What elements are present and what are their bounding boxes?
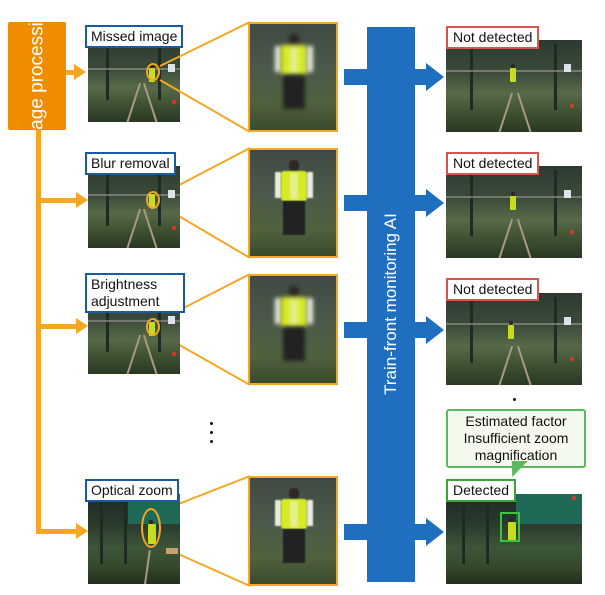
result-image-row2 [446,166,582,258]
method-label-brightness-adjustment: Brightness adjustment [85,273,185,313]
arrow-into-ai-row4 [344,524,368,540]
train-front-monitoring-ai-bar: Train-front monitoring AI [367,27,415,582]
result-image-row3 [446,293,582,385]
ai-label: Train-front monitoring AI [381,213,400,395]
arrow-row3 [76,318,88,334]
person-highlight-circle [146,191,160,209]
arrow-into-ai-row3 [344,322,368,338]
arrow-out-ai-row2 [415,195,427,211]
zoom-panel-blur-removal [248,148,338,258]
method-label-optical-zoom: Optical zoom [85,479,179,502]
result-label-row2: Not detected [446,152,540,175]
result-label-row3: Not detected [446,278,540,301]
person-highlight-circle [146,63,160,81]
person-highlight-circle [146,318,160,336]
connector-row2 [36,198,78,203]
ellipsis-dot [210,431,213,434]
method-label-missed-image: Missed image [85,25,184,48]
arrow-out-ai-row3 [415,322,427,338]
result-image-row1 [446,40,582,132]
result-label-row4: Detected [446,479,517,502]
ellipsis-dot [210,440,213,443]
ellipsis-dot [210,422,213,425]
connector-row4 [36,529,78,534]
result-image-row4 [446,494,582,584]
scene-thumbnail-missed [88,40,180,122]
arrow-out-ai-row1-head [426,63,444,91]
arrow-row2 [76,192,88,208]
arrow-into-ai-row2 [344,195,368,211]
method-label-blur-removal: Blur removal [85,152,176,175]
arrow-out-ai-row1 [415,69,427,85]
image-processing-block: Image processing [8,1,66,151]
arrow-out-ai-row3-head [426,316,444,344]
ellipsis-dot [513,398,516,401]
scene-thumbnail-optical-zoom [88,494,180,584]
arrow-row1 [74,64,86,80]
arrow-into-ai-row1 [344,69,368,85]
person-highlight-circle [141,508,161,548]
detection-box [500,512,520,542]
arrow-out-ai-row4 [415,524,427,540]
arrow-out-ai-row2-head [426,189,444,217]
connector-row3 [36,324,78,329]
result-label-row1: Not detected [446,26,540,49]
arrow-row4 [76,523,88,539]
zoom-panel-brightness [248,274,338,385]
zoom-panel-optical-zoom [248,476,338,586]
connector-row1 [66,70,76,75]
connector-main-vertical [36,130,41,534]
zoom-panel-missed [248,22,338,132]
arrow-out-ai-row4-head [426,518,444,546]
estimated-factor-callout: Estimated factor Insufficient zoom magni… [446,409,586,468]
scene-thumbnail-blur-removal [88,166,180,248]
